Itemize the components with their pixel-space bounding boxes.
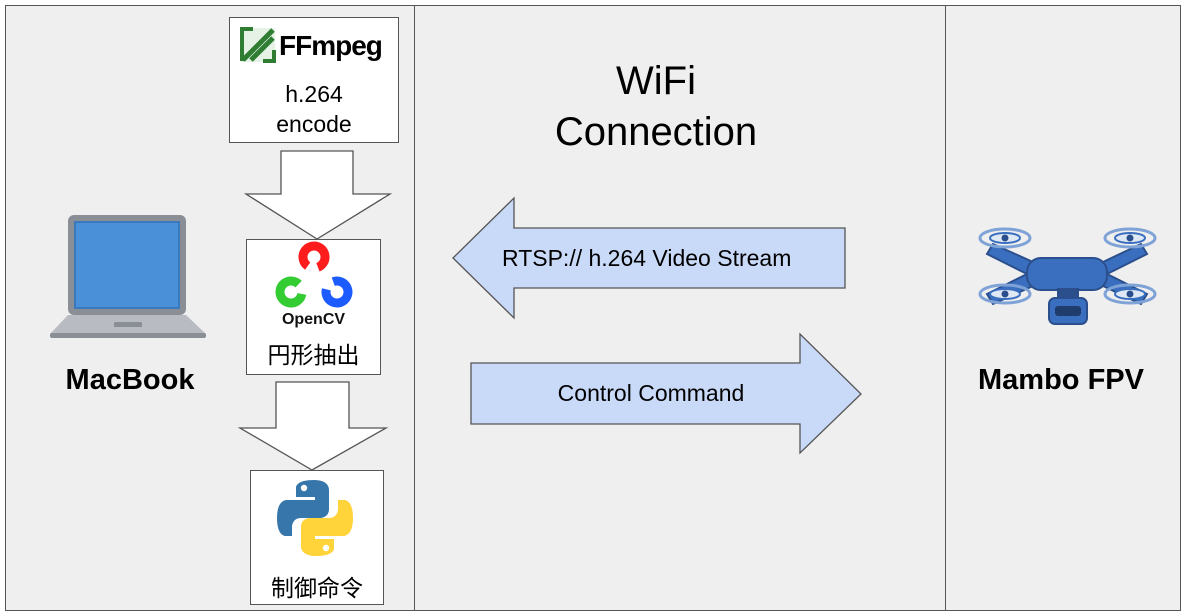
macbook-label: MacBook	[65, 364, 195, 396]
ffmpeg-logo: FFmpeg	[279, 30, 383, 61]
opencv-logo: OpenCV	[281, 311, 346, 328]
opencv-caption: 円形抽出	[267, 342, 360, 368]
laptop-icon	[50, 215, 206, 338]
wifi-title-line1: WiFi	[616, 59, 696, 103]
down-arrow-2	[237, 381, 389, 471]
control-arrow	[470, 332, 862, 455]
ffmpeg-icon	[240, 27, 276, 63]
down-arrow-1	[243, 150, 393, 240]
encode-text-line1: h.264	[285, 81, 343, 107]
python-caption: 制御命令	[271, 575, 363, 601]
rtsp-arrow-label: RTSP:// h.264 Video Stream	[502, 245, 792, 271]
python-icon	[277, 480, 353, 556]
wifi-panel	[414, 5, 946, 611]
drone-icon	[978, 227, 1157, 325]
drone-label: Mambo FPV	[978, 364, 1144, 396]
encode-text-line2: encode	[276, 111, 352, 137]
control-arrow-label: Control Command	[557, 380, 745, 406]
opencv-box	[246, 239, 381, 375]
wifi-title-line2: Connection	[554, 110, 758, 154]
opencv-icon	[275, 241, 353, 308]
rtsp-arrow	[452, 196, 846, 320]
